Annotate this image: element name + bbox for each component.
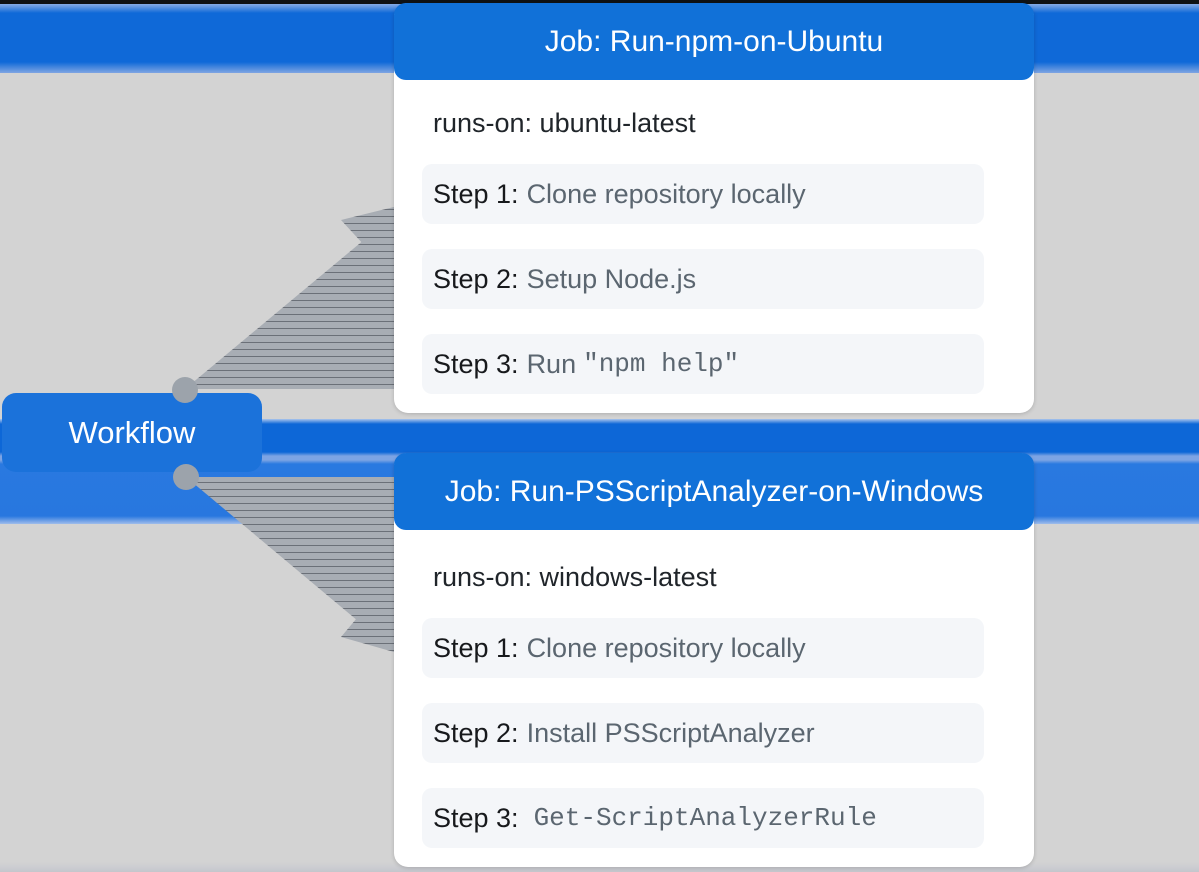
step-code: Get-ScriptAnalyzerRule [533, 803, 877, 833]
job-card-windows: Job: Run-PSScriptAnalyzer-on-Windows run… [394, 453, 1034, 867]
step-description: Run [526, 348, 577, 379]
bottom-edge-strip [0, 862, 1199, 872]
job1-header: Job: Run-npm-on-Ubuntu [394, 3, 1034, 80]
workflow-to-job1-beam [185, 214, 395, 389]
step-label: Step 1: [433, 178, 519, 209]
step-description: Setup Node.js [526, 263, 697, 294]
step-label: Step 3: [433, 802, 519, 833]
arrow-down-right-icon [341, 600, 401, 654]
job2-runs-on: runs-on: windows-latest [433, 562, 717, 592]
step-label: Step 3: [433, 348, 519, 379]
step-code: "npm help" [583, 349, 740, 379]
step-label: Step 1: [433, 632, 519, 663]
top-edge-strip [0, 0, 1199, 5]
job1-runs-on: runs-on: ubuntu-latest [433, 108, 696, 138]
arrow-up-right-icon [341, 205, 402, 258]
workflow-label: Workflow [68, 414, 196, 450]
step-description: Clone repository locally [526, 178, 806, 209]
job1-step-row-1: Step 1: Clone repository locally [422, 164, 984, 224]
step-description: Install PSScriptAnalyzer [526, 717, 815, 748]
step-label: Step 2: [433, 717, 519, 748]
job2-step-row-3: Step 3: Get-ScriptAnalyzerRule [422, 788, 984, 848]
job1-step-row-3: Step 3: Run "npm help" [422, 334, 984, 394]
workflow-node: Workflow [2, 393, 262, 472]
job1-step-row-2: Step 2: Setup Node.js [422, 249, 984, 309]
job2-step-row-1: Step 1: Clone repository locally [422, 618, 984, 678]
job2-header: Job: Run-PSScriptAnalyzer-on-Windows [394, 453, 1034, 530]
step-description: Clone repository locally [526, 632, 806, 663]
step-label: Step 2: [433, 263, 519, 294]
job2-step-row-2: Step 2: Install PSScriptAnalyzer [422, 703, 984, 763]
job-card-ubuntu: Job: Run-npm-on-Ubuntu runs-on: ubuntu-l… [394, 3, 1034, 413]
